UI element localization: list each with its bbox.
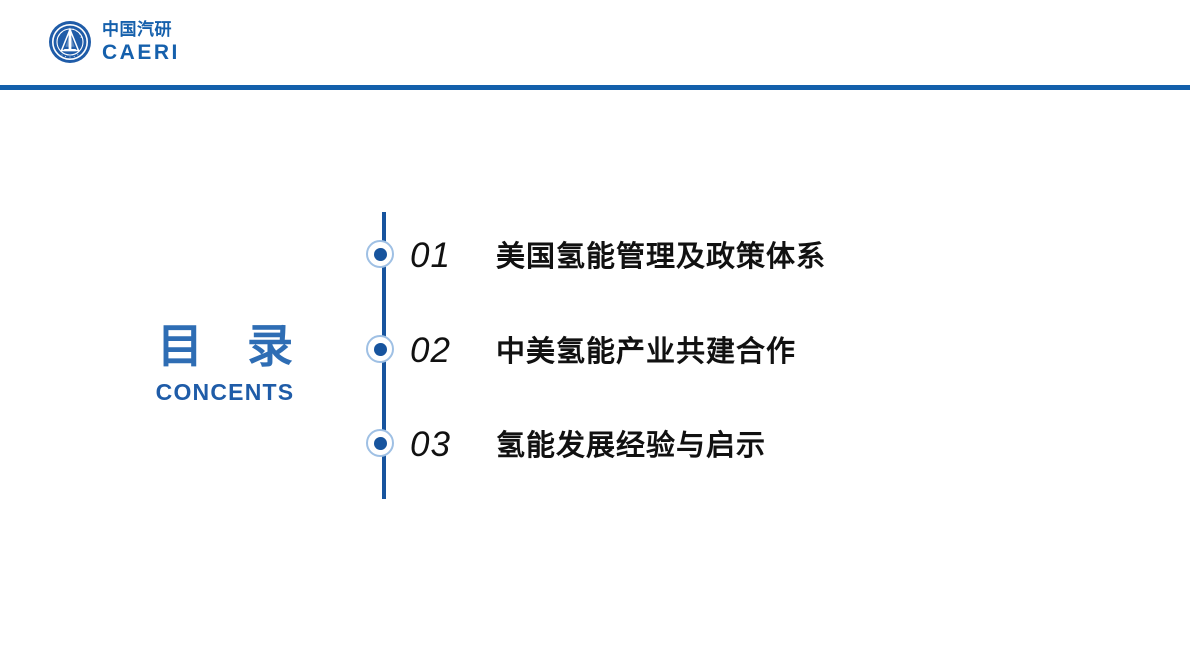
toc-title: 目 录 CONCENTS xyxy=(120,322,330,406)
toc-item-number: 02 xyxy=(410,330,451,370)
toc-item-number: 03 xyxy=(410,424,451,464)
timeline-dot-icon xyxy=(350,319,410,379)
timeline-dot-icon xyxy=(350,413,410,473)
list-item[interactable]: 02 中美氢能产业共建合作 xyxy=(350,319,796,379)
timeline-dot-core xyxy=(374,248,387,261)
caeri-name-cn: 中国汽研 xyxy=(102,19,172,40)
toc-item-label[interactable]: 美国氢能管理及政策体系 xyxy=(496,239,827,273)
header-divider xyxy=(0,85,1190,90)
list-item[interactable]: 01 美国氢能管理及政策体系 xyxy=(350,224,826,284)
slide-header: 中国汽研 CAERI xyxy=(0,0,1190,85)
timeline-dot-ring xyxy=(366,240,394,268)
toc-title-en: CONCENTS xyxy=(155,379,295,406)
caeri-logo-text: 中国汽研 CAERI xyxy=(102,19,180,64)
toc-item-label[interactable]: 氢能发展经验与启示 xyxy=(496,428,767,462)
caeri-name-en: CAERI xyxy=(102,40,180,64)
toc-item-label[interactable]: 中美氢能产业共建合作 xyxy=(496,334,797,368)
toc-item-number: 01 xyxy=(410,235,451,275)
toc-title-cn: 目 录 xyxy=(156,319,307,373)
caeri-emblem-icon xyxy=(48,20,92,64)
timeline-dot-icon xyxy=(350,224,410,284)
timeline-dot-core xyxy=(374,437,387,450)
timeline-dot-core xyxy=(374,343,387,356)
list-item[interactable]: 03 氢能发展经验与启示 xyxy=(350,413,766,473)
caeri-logo: 中国汽研 CAERI xyxy=(48,20,180,64)
